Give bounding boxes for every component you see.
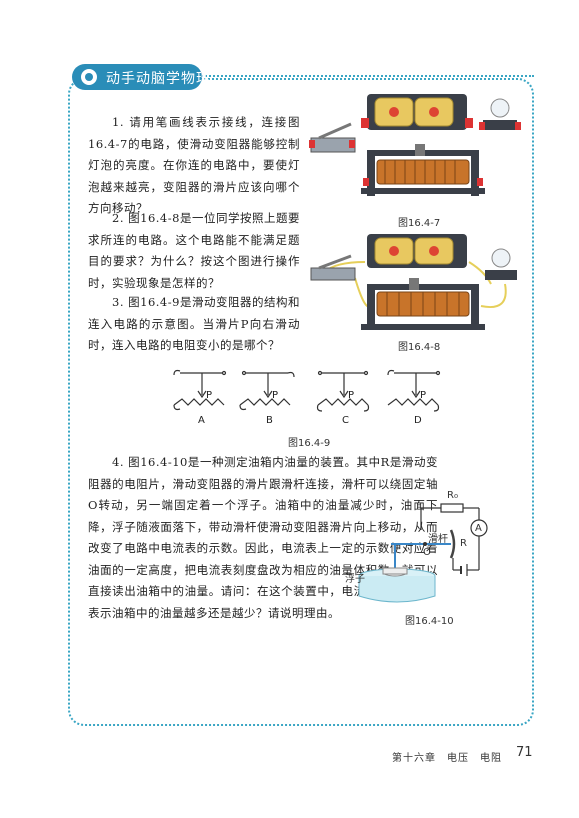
- label-lever: 滑杆: [428, 534, 448, 545]
- figure-caption-16-4-8: 图16.4-8: [398, 342, 441, 353]
- slider-label-d: P: [420, 390, 427, 401]
- option-a: A: [198, 415, 205, 426]
- page-number: 71: [516, 745, 533, 760]
- label-ammeter: A: [475, 523, 482, 534]
- slider-label-b: P: [272, 390, 279, 401]
- slider-label-c: P: [348, 390, 355, 401]
- section-title: 动手动脑学物理: [106, 71, 211, 87]
- label-float: 浮子: [345, 574, 365, 585]
- slider-label-a: P: [206, 390, 213, 401]
- option-c: C: [342, 415, 349, 426]
- target-icon: [76, 64, 102, 90]
- question-1: 1. 请用笔画线表示接线，连接图16.4-7的电路，使滑动变阻器能够控制灯泡的亮…: [88, 115, 300, 215]
- figure-16-4-9: [173, 369, 441, 412]
- question-2: 2. 图16.4-8是一位同学按照上题要求所连的电路。这个电路能不能满足题目的要…: [88, 211, 300, 290]
- figure-16-4-10: [358, 503, 488, 603]
- figure-caption-16-4-10: 图16.4-10: [405, 616, 454, 627]
- figure-caption-16-4-7: 图16.4-7: [398, 218, 441, 229]
- question-3: 3. 图16.4-9是滑动变阻器的结构和连入电路的示意图。当滑片P向右滑动时，连…: [88, 295, 300, 352]
- label-resistor: R: [460, 538, 467, 549]
- label-r0: R₀: [447, 490, 458, 501]
- figure-16-4-7: [309, 94, 521, 196]
- option-b: B: [266, 415, 273, 426]
- footer-chapter: 第十六章 电压 电阻: [392, 753, 502, 764]
- exercise-frame: [68, 78, 534, 726]
- question-4: 4. 图16.4-10是一种测定油箱内油量的装置。其中R是滑动变阻器的电阻片，滑…: [88, 455, 438, 620]
- header-dotted-rule: [198, 75, 534, 77]
- label-pivot: O: [423, 547, 431, 558]
- figure-caption-16-4-9: 图16.4-9: [288, 438, 331, 449]
- option-d: D: [414, 415, 422, 426]
- figure-16-4-8: [310, 234, 517, 330]
